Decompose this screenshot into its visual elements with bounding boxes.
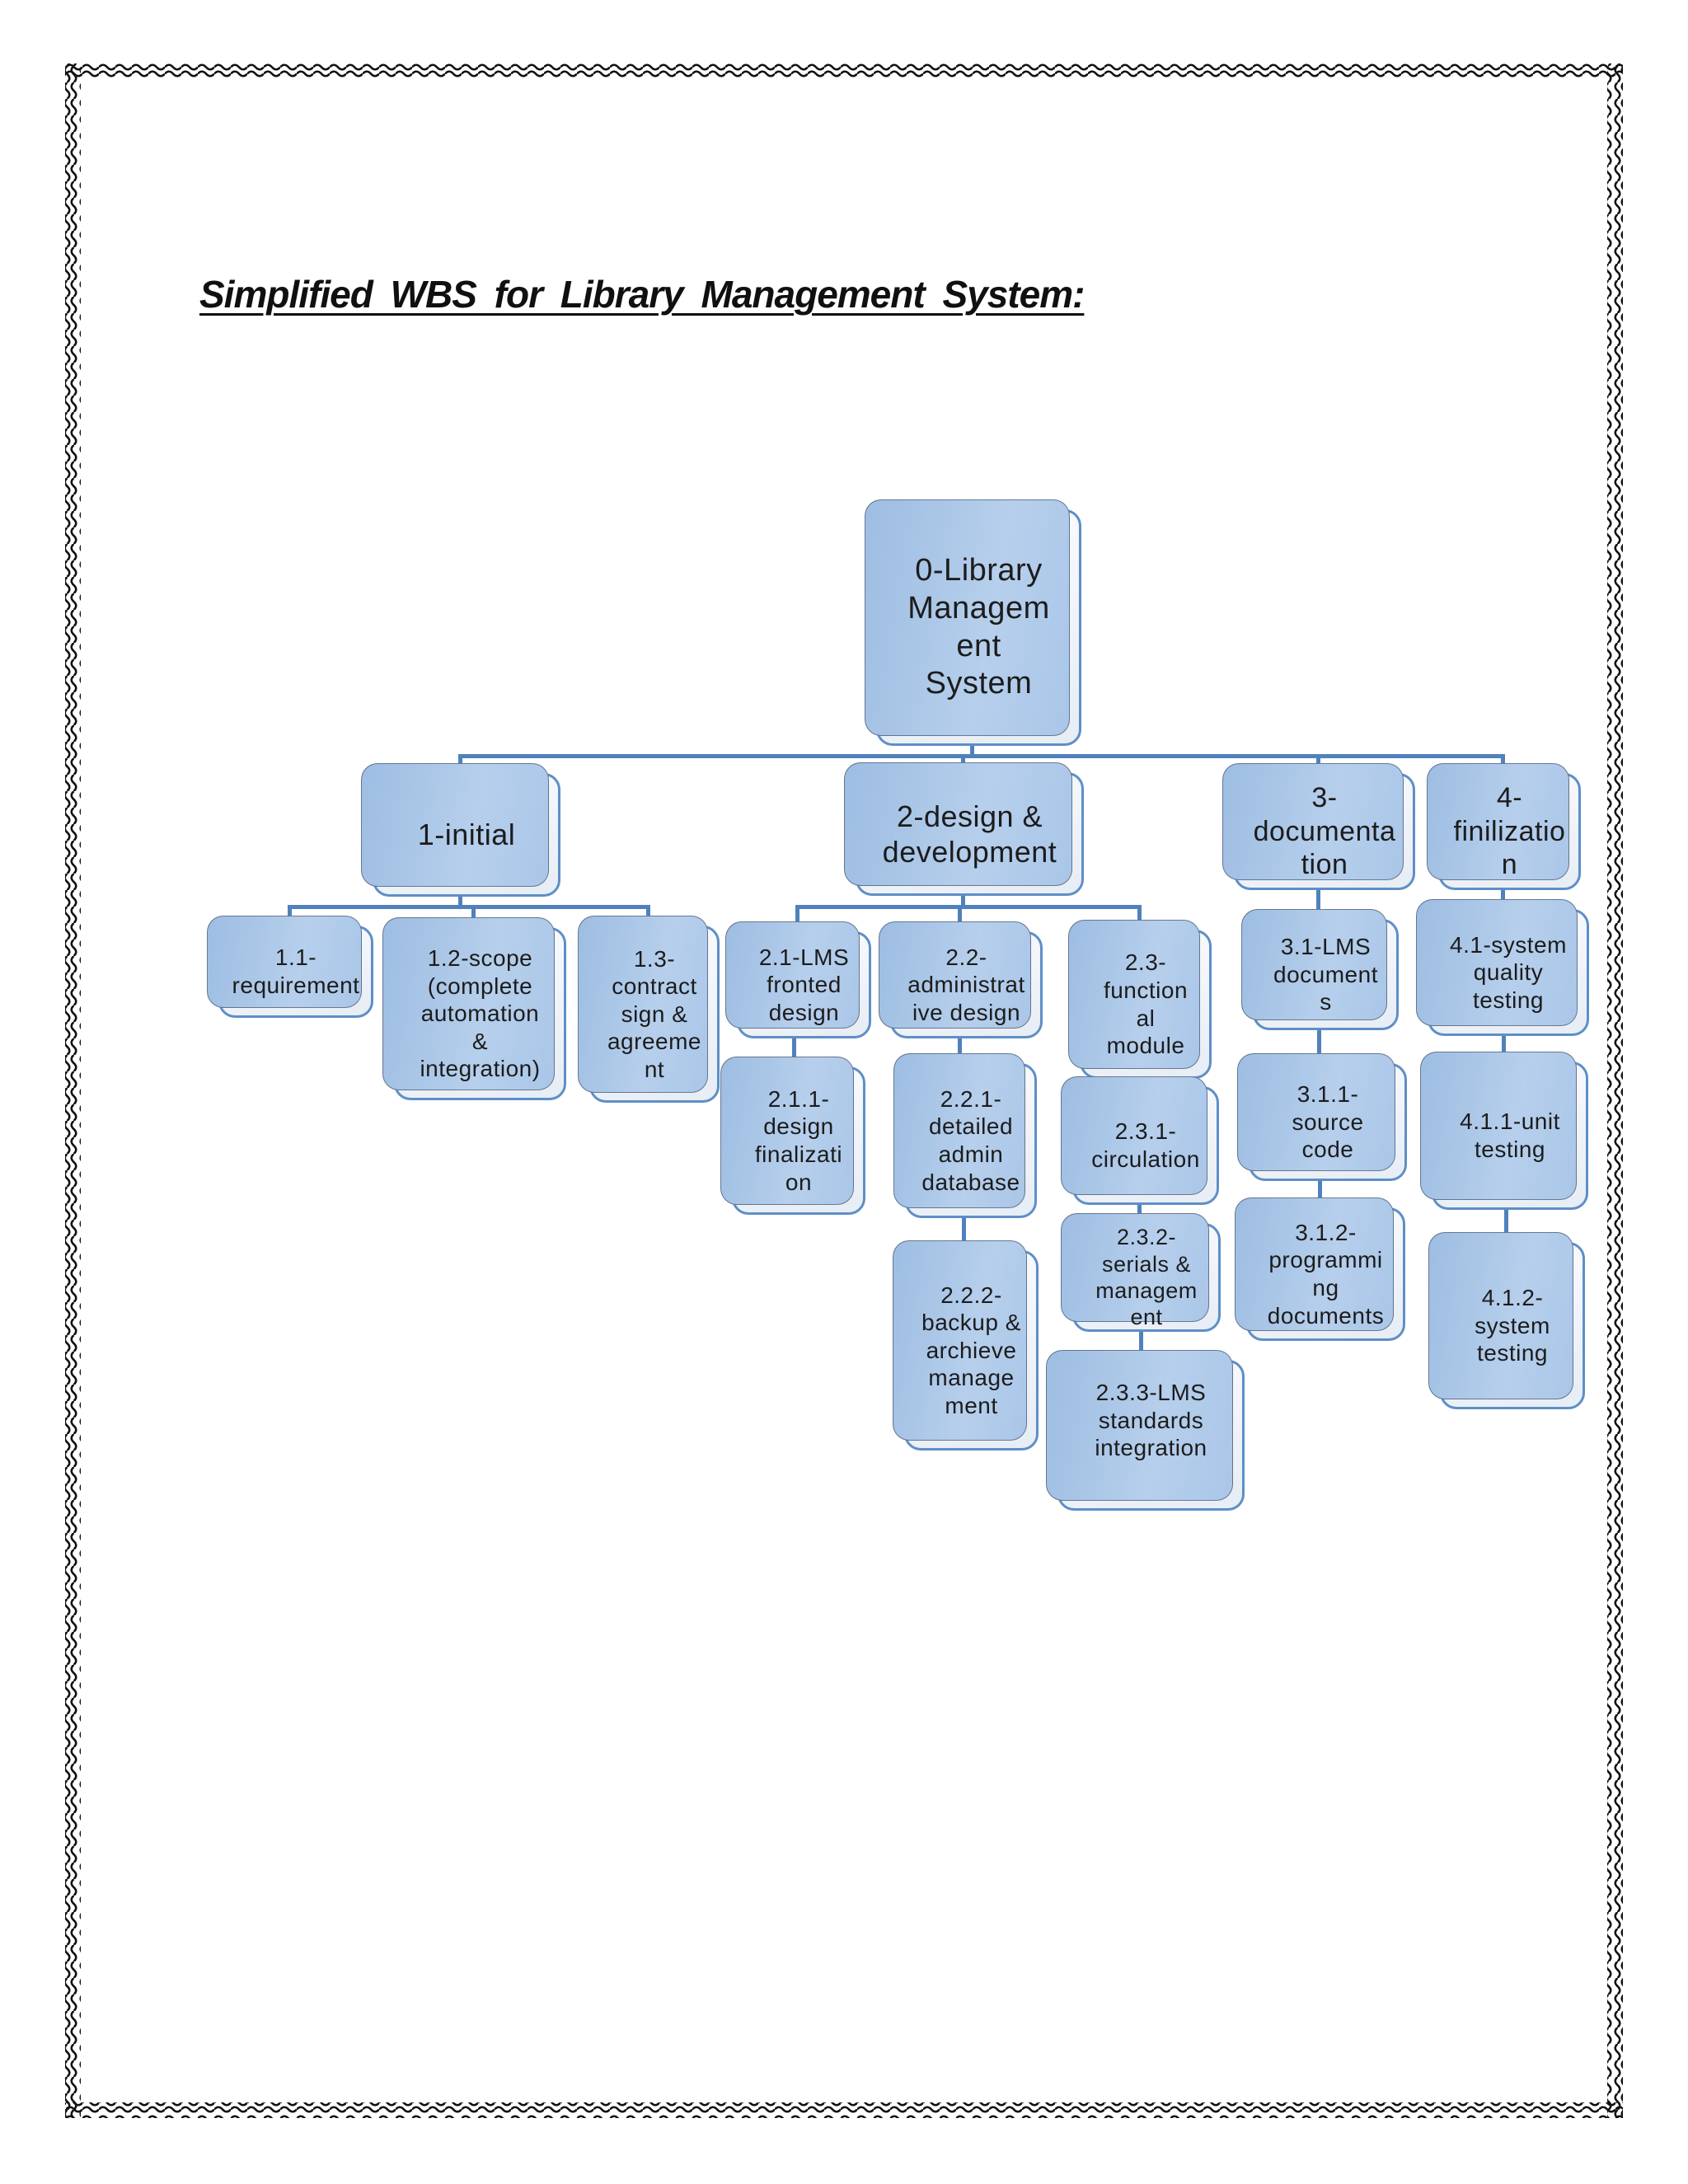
wbs-node-3-1-1-source-code: 3.1.1- source code xyxy=(1237,1053,1407,1181)
node-label: 2.2- administrat ive design xyxy=(907,944,1025,1025)
wbs-node-3-documentation: 3- documenta tion xyxy=(1222,763,1415,890)
connector-design-down xyxy=(961,894,965,905)
connector-4-1-1-to-4-1-2 xyxy=(1504,1208,1508,1244)
node-label: 2.3- function al module xyxy=(1103,949,1189,1059)
node-label: 2.1.1- design finalizati on xyxy=(754,1085,843,1195)
wbs-node-2-3-1-circulation: 2.3.1- circulation xyxy=(1061,1076,1219,1205)
connector-level1-bar xyxy=(460,754,1505,758)
node-label: 3.1.1- source code xyxy=(1292,1081,1364,1163)
connector-to-2-1 xyxy=(795,905,799,933)
wbs-node-1-1-requirement: 1.1- requirement xyxy=(207,916,373,1018)
wbs-node-1-2-scope: 1.2-scope (complete automation & integra… xyxy=(382,917,566,1100)
wbs-node-2-2-1-detailed-admin-database: 2.2.1- detailed admin database xyxy=(893,1053,1037,1218)
node-label: 2.3.3-LMS standards integration xyxy=(1095,1380,1207,1461)
node-label: 3.1.2- programmi ng documents xyxy=(1267,1219,1385,1329)
node-label: 1.3- contract sign & agreeme nt xyxy=(607,945,701,1082)
connector-to-2-3 xyxy=(1137,905,1142,931)
node-label: 4.1.2- system testing xyxy=(1475,1285,1550,1366)
connector-2-3-2-to-2-3-3 xyxy=(1139,1330,1143,1361)
wbs-node-4-1-system-quality-testing: 4.1-system quality testing xyxy=(1416,899,1589,1036)
connector-3-1-1-to-3-1-2 xyxy=(1318,1179,1322,1209)
wbs-node-2-2-administrative-design: 2.2- administrat ive design xyxy=(879,921,1043,1038)
connector-2-1-to-2-1-1 xyxy=(792,1037,796,1068)
page-title: Simplified WBS for Library Management Sy… xyxy=(199,273,1085,316)
wbs-node-3-1-lms-documents: 3.1-LMS document s xyxy=(1241,909,1399,1030)
connector-3-to-3-1 xyxy=(1316,888,1320,921)
node-label: 0-Library Managem ent System xyxy=(907,553,1050,701)
node-label: 1.1- requirement xyxy=(232,944,360,998)
node-label: 3- documenta tion xyxy=(1253,781,1396,881)
node-label: 4.1-system quality testing xyxy=(1450,931,1567,1013)
connector-to-2-2 xyxy=(958,905,962,933)
wbs-node-4-1-1-unit-testing: 4.1.1-unit testing xyxy=(1420,1052,1588,1210)
connector-2-2-to-2-2-1 xyxy=(958,1037,962,1065)
border-right xyxy=(1607,63,1623,2118)
node-label: 2-design & development xyxy=(882,799,1057,869)
connector-to-scope xyxy=(471,905,476,929)
wbs-node-4-1-2-system-testing: 4.1.2- system testing xyxy=(1428,1232,1585,1409)
connector-2-2-1-to-2-2-2 xyxy=(962,1216,966,1252)
wbs-node-1-3-contract: 1.3- contract sign & agreeme nt xyxy=(578,916,720,1103)
node-label: 4- finilizatio n xyxy=(1453,781,1566,881)
border-left xyxy=(65,63,81,2118)
connector-4-1-to-4-1-1 xyxy=(1502,1034,1506,1063)
wbs-node-root: 0-Library Managem ent System xyxy=(865,499,1081,746)
connector-group2-bar xyxy=(797,905,1142,909)
wbs-node-2-3-2-serials-management: 2.3.2- serials & managem ent xyxy=(1061,1213,1221,1332)
node-label: 2.3.2- serials & managem ent xyxy=(1095,1225,1198,1330)
wbs-node-1-initial: 1-initial xyxy=(361,763,560,897)
node-label: 4.1.1-unit testing xyxy=(1460,1108,1560,1162)
node-label: 2.2.2- backup & archieve manage ment xyxy=(921,1282,1021,1418)
node-label: 2.2.1- detailed admin database xyxy=(921,1085,1020,1195)
wbs-node-2-2-2-backup-archieve-management: 2.2.2- backup & archieve manage ment xyxy=(893,1240,1039,1451)
border-top xyxy=(65,63,1623,79)
wbs-node-2-1-lms-fronted-design: 2.1-LMS fronted design xyxy=(725,921,871,1038)
wbs-node-2-3-3-lms-standards-integration: 2.3.3-LMS standards integration xyxy=(1046,1350,1245,1511)
wbs-node-2-1-1-design-finalization: 2.1.1- design finalizati on xyxy=(720,1057,865,1215)
node-label: 3.1-LMS document s xyxy=(1273,934,1378,1015)
wbs-node-2-3-functional-module: 2.3- function al module xyxy=(1068,920,1212,1079)
wbs-node-2-design-development: 2-design & development xyxy=(844,762,1084,896)
node-label: 1.2-scope (complete automation & integra… xyxy=(420,945,541,1082)
wbs-node-3-1-2-programming-documents: 3.1.2- programmi ng documents xyxy=(1235,1197,1405,1341)
wbs-node-4-finilization: 4- finilizatio n xyxy=(1427,763,1581,890)
node-label: 2.1-LMS fronted design xyxy=(758,944,850,1025)
border-bottom xyxy=(65,2102,1623,2118)
connector-group1-bar xyxy=(289,905,650,909)
node-label: 1-initial xyxy=(417,818,516,852)
connector-3-1-to-3-1-1 xyxy=(1317,1029,1321,1065)
connector-initial-down xyxy=(458,895,462,905)
connector-root-down xyxy=(970,744,974,754)
node-label: 2.3.1- circulation xyxy=(1091,1118,1200,1172)
